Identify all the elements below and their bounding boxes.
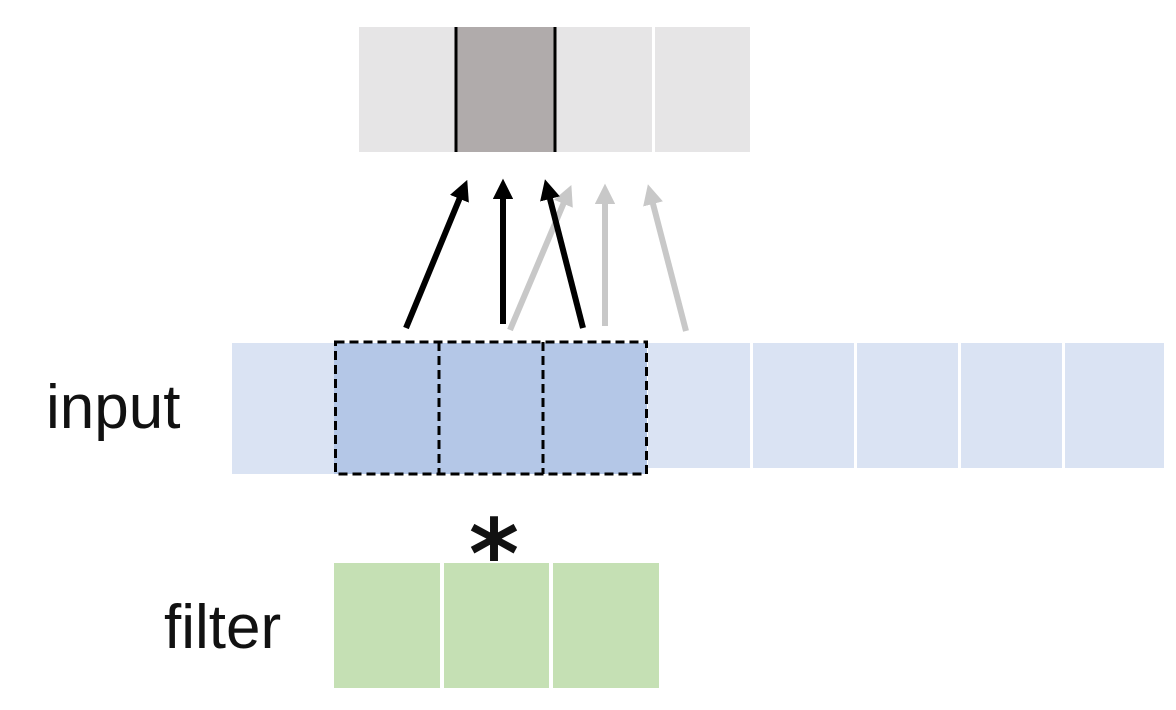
input-window-cell [334, 343, 439, 474]
filter-row [334, 563, 659, 688]
input-label: input [46, 373, 180, 442]
input-cell [753, 343, 854, 468]
output-cell [359, 27, 456, 152]
output-cell-highlighted [456, 27, 555, 152]
input-row [232, 340, 1164, 476]
arrow-inactive [643, 184, 689, 332]
filter-label: filter [164, 593, 281, 662]
output-row [359, 27, 750, 152]
input-cell [961, 343, 1062, 468]
filter-cell [553, 563, 659, 688]
arrow-active [403, 179, 469, 330]
input-window-cell [439, 343, 543, 474]
filter-cell [334, 563, 440, 688]
input-window-border [334, 340, 648, 476]
output-cell [655, 27, 750, 152]
arrow-active [540, 179, 586, 329]
inactive-arrows [507, 183, 689, 332]
input-cell [232, 343, 334, 474]
active-arrows [403, 178, 586, 330]
input-cell [1065, 343, 1164, 468]
input-cell [648, 343, 750, 468]
output-cell [555, 27, 652, 152]
input-window-cell [543, 343, 647, 474]
filter-cell [444, 563, 549, 688]
input-cell [857, 343, 958, 468]
